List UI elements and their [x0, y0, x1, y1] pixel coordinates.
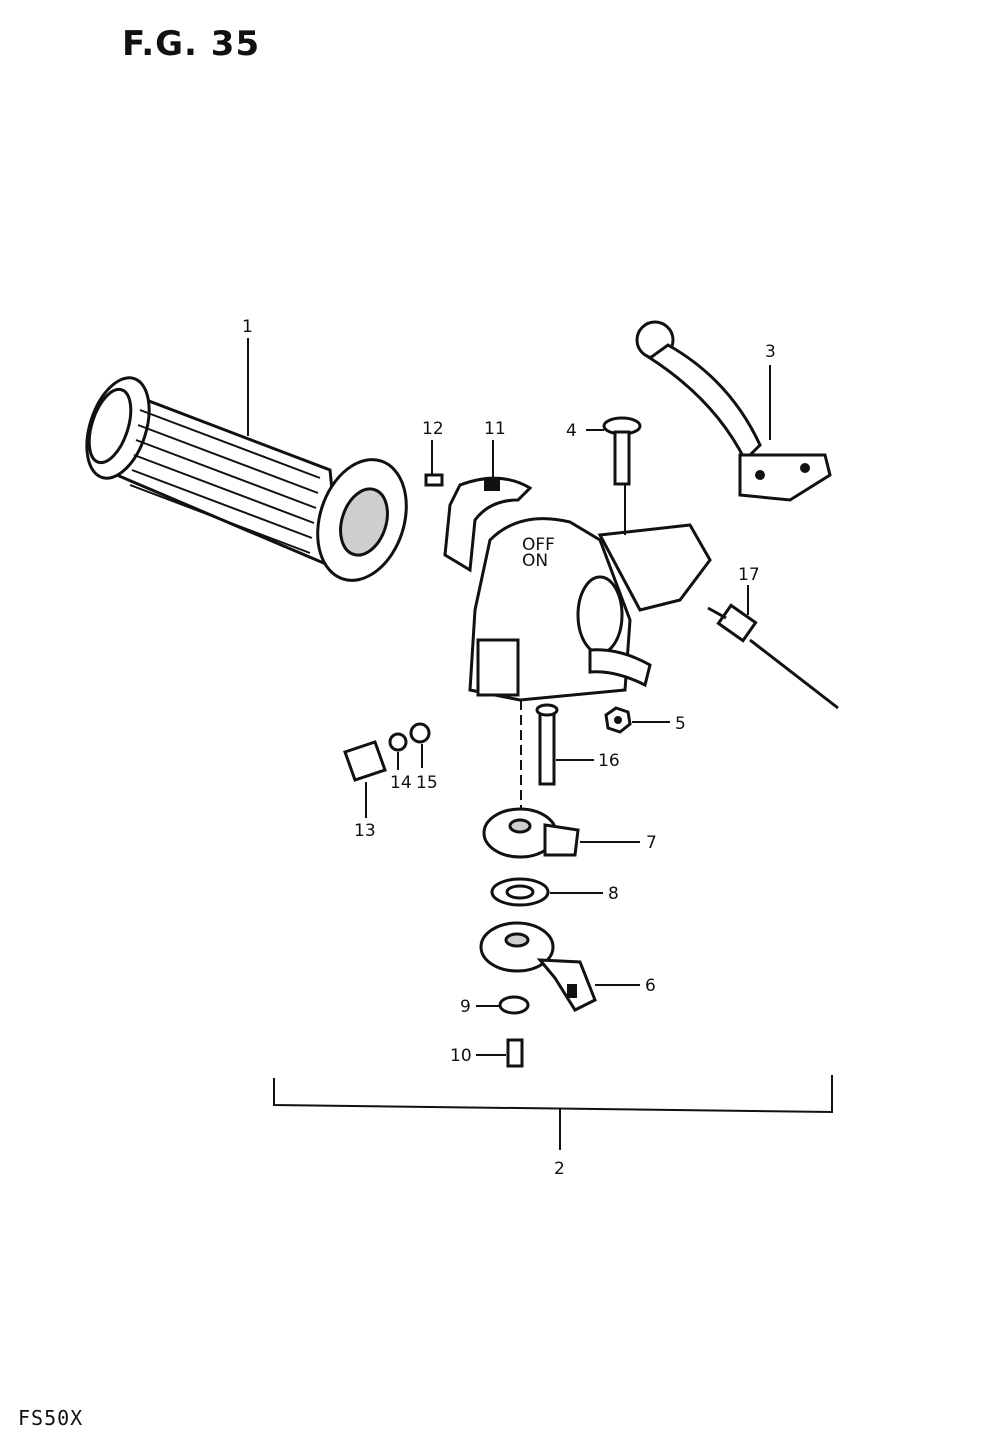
callout-14: 14 — [390, 773, 412, 793]
part-4-bolt — [602, 416, 642, 486]
callout-4: 4 — [566, 421, 577, 441]
part-16-bolt — [535, 703, 559, 786]
callout-13: 13 — [354, 821, 376, 841]
callout-3: 3 — [765, 342, 776, 362]
leader-lines — [247, 338, 833, 1150]
switch-label-off: OFF — [522, 535, 555, 555]
figure-title: F.G. 35 — [122, 24, 261, 64]
part-7-cam — [482, 807, 580, 859]
callout-12: 12 — [422, 419, 444, 439]
part-8-washer — [490, 877, 550, 907]
callout-9: 9 — [460, 997, 471, 1017]
part-6-arm — [479, 921, 597, 1012]
part-9-washer — [498, 995, 530, 1015]
part-5-nut — [604, 706, 632, 734]
part-17-cable — [707, 603, 839, 710]
callout-16: 16 — [598, 751, 620, 771]
callout-17: 17 — [738, 565, 760, 585]
callout-1: 1 — [242, 317, 253, 337]
callout-15: 15 — [416, 773, 438, 793]
callout-7: 7 — [646, 833, 657, 853]
part-1-grip — [85, 376, 408, 582]
part-3-lever — [635, 320, 832, 502]
callout-2: 2 — [554, 1159, 565, 1179]
part-12-screw — [424, 473, 444, 487]
part-14-spring — [388, 732, 408, 752]
switch-label-on: ON — [522, 551, 548, 571]
callout-11: 11 — [484, 419, 506, 439]
callout-5: 5 — [675, 714, 686, 734]
part-10-screw — [506, 1038, 524, 1068]
callout-labels: 1 2 3 4 5 6 7 8 9 10 11 12 13 14 15 16 1… — [242, 317, 776, 1179]
callout-10: 10 — [450, 1046, 472, 1066]
callout-6: 6 — [645, 976, 656, 996]
switch-housing: OFF ON — [468, 517, 712, 702]
part-15-ball — [409, 722, 431, 744]
callout-8: 8 — [608, 884, 619, 904]
model-code: FS50X — [18, 1406, 84, 1430]
part-13-knob — [343, 740, 387, 782]
part-11-clamp — [443, 476, 533, 573]
